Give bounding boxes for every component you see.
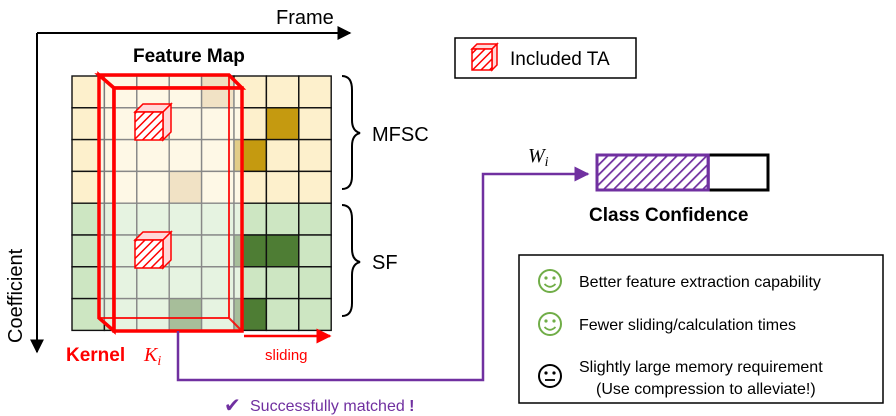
mfsc-cell — [265, 75, 300, 109]
summary-item-3: Slightly large memory requirement — [579, 359, 823, 376]
mfsc-cell — [298, 138, 332, 173]
ta-cube-sf — [133, 230, 173, 270]
mfsc-cell — [265, 170, 300, 204]
mfsc-cell — [265, 107, 300, 141]
sf-cell — [265, 234, 300, 268]
sf-cell — [265, 266, 300, 300]
mfsc-cell — [265, 138, 300, 173]
mfsc-cell — [298, 75, 332, 109]
summary-box: Better feature extraction capability Few… — [518, 254, 884, 404]
included-ta-label: Included TA — [510, 49, 610, 70]
frame-label: Frame — [276, 7, 334, 29]
mfsc-brace — [341, 75, 361, 190]
neutral-face-icon — [538, 364, 562, 388]
sf-cell — [298, 202, 332, 236]
ta-cube-mfsc — [133, 102, 173, 142]
class-confidence-bar — [595, 153, 770, 192]
summary-note: (Use compression to alleviate!) — [596, 381, 816, 398]
kernel-label: Kernel — [66, 345, 125, 366]
weight-symbol: Wi — [528, 145, 549, 170]
match-label: Successfully matched ! — [250, 398, 415, 415]
smiley-icon — [538, 312, 562, 336]
summary-item-2: Fewer sliding/calculation times — [579, 317, 796, 334]
sf-cell — [298, 297, 332, 332]
coefficient-label: Coefficient — [5, 248, 27, 343]
sf-cell — [298, 266, 332, 300]
sf-cell — [298, 234, 332, 268]
sf-cell — [265, 202, 300, 236]
smiley-icon — [538, 269, 562, 293]
mfsc-label: MFSC — [372, 124, 429, 146]
class-confidence-label: Class Confidence — [589, 205, 748, 226]
sf-cell — [265, 297, 300, 332]
feature-map-title: Feature Map — [133, 46, 245, 67]
sliding-label: sliding — [265, 347, 308, 364]
included-ta-legend: Included TA — [454, 37, 637, 79]
match-connector — [176, 166, 590, 382]
kernel-symbol: Ki — [143, 344, 161, 369]
checkmark-icon: ✔ — [224, 395, 241, 416]
sf-label: SF — [372, 252, 398, 274]
sf-brace — [341, 204, 361, 317]
mfsc-cell — [298, 170, 332, 204]
mfsc-cell — [298, 107, 332, 141]
summary-item-1: Better feature extraction capability — [579, 274, 821, 291]
